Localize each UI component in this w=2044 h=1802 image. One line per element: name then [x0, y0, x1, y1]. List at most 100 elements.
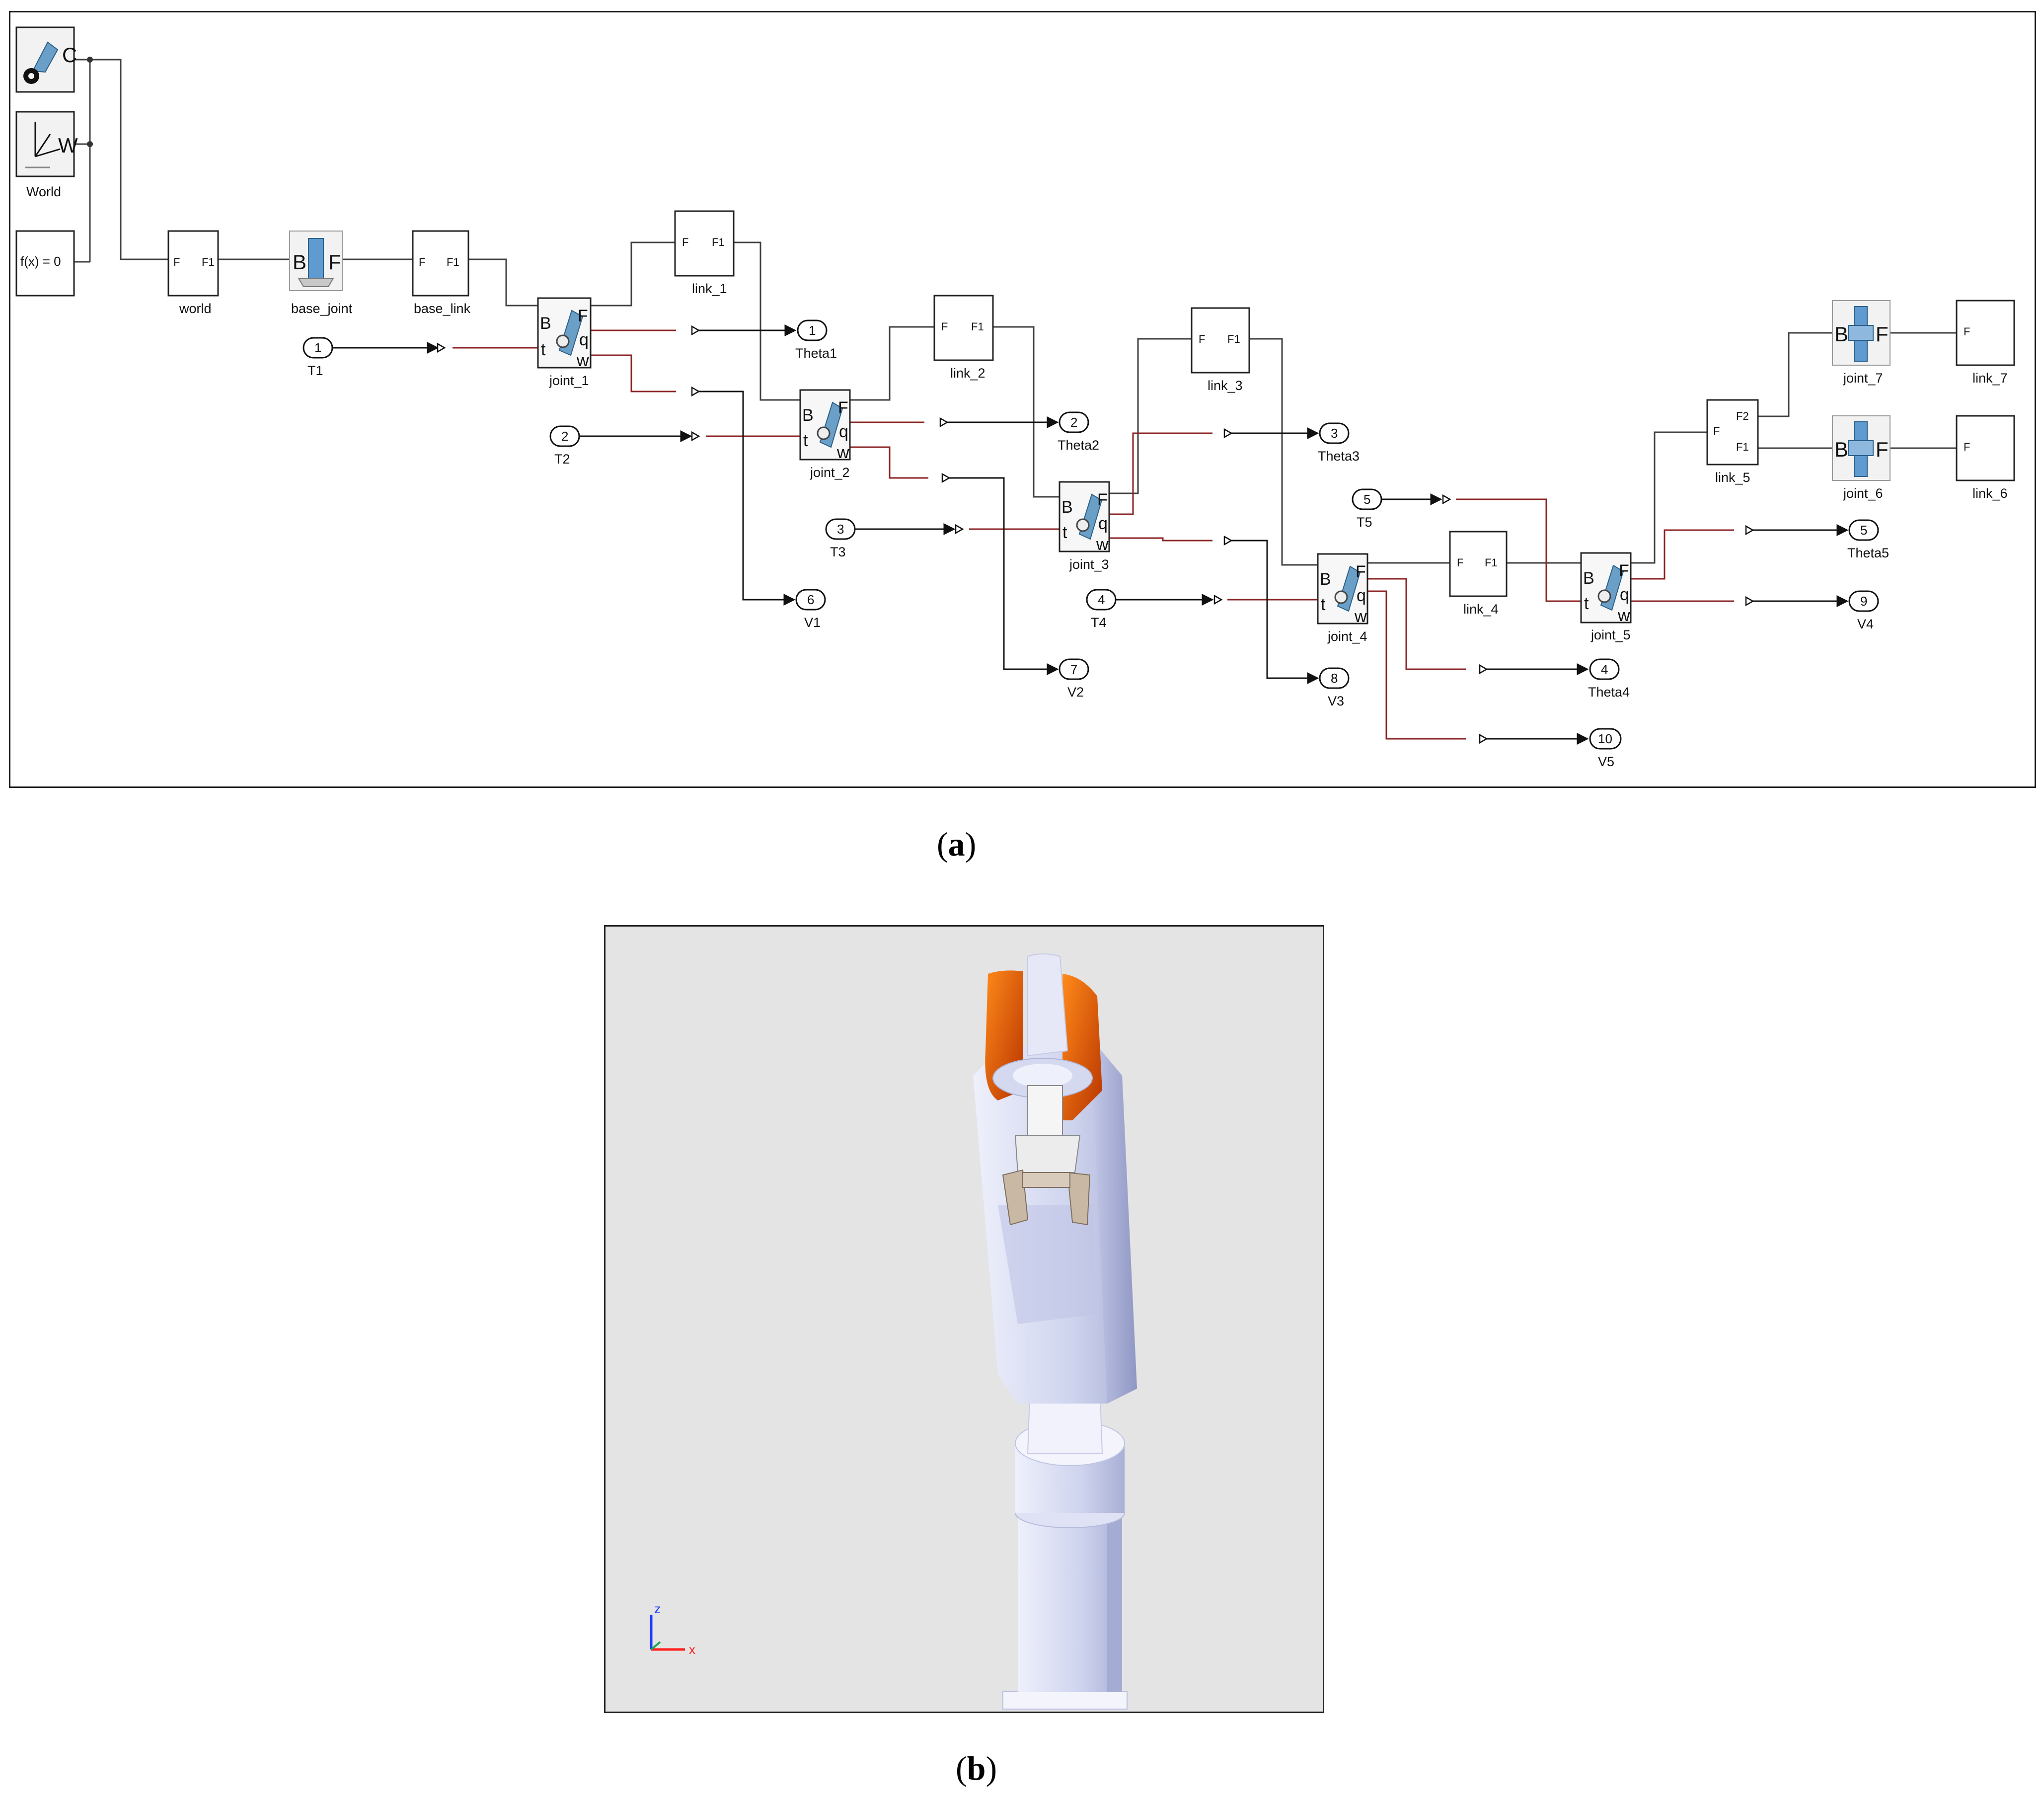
solver-port-label: C: [62, 43, 77, 67]
svg-text:8: 8: [1331, 671, 1338, 686]
svg-text:w: w: [1096, 535, 1109, 554]
axis-x-label: x: [689, 1642, 695, 1657]
svg-text:F: F: [682, 236, 688, 248]
svg-text:B: B: [1834, 438, 1848, 461]
inport-t5[interactable]: 5 T5: [1352, 488, 1382, 530]
base-link-label: base_link: [414, 301, 471, 316]
svg-text:B: B: [293, 250, 306, 274]
inport-t2[interactable]: 2 T2: [549, 425, 580, 467]
link-3-block[interactable]: F F1 link_3: [1191, 307, 1250, 393]
link-7-block[interactable]: F link_7: [1956, 300, 2015, 386]
svg-text:F: F: [578, 307, 588, 325]
link-2-block[interactable]: F F1 link_2: [933, 295, 994, 381]
inport-t4[interactable]: 4 T4: [1086, 589, 1117, 630]
joint-4-block[interactable]: B F q t w joint_4: [1317, 553, 1368, 644]
axis-z-label: z: [654, 1601, 661, 1616]
robot-base-plate: [1002, 1691, 1128, 1710]
outport-theta3[interactable]: 3 Theta3: [1318, 422, 1360, 464]
svg-text:q: q: [839, 422, 848, 441]
link-1-block[interactable]: F F1 link_1: [674, 210, 735, 296]
svg-text:1: 1: [314, 340, 321, 355]
svg-text:T5: T5: [1357, 515, 1372, 530]
diagram-canvas: C W World f(x) = 0 F F1 world B F base_j…: [15, 26, 2015, 769]
link-6-block[interactable]: F link_6: [1956, 415, 2015, 501]
world-frame-label: World: [26, 184, 61, 199]
svg-text:Theta2: Theta2: [1058, 438, 1099, 453]
outport-v1[interactable]: 6 V1: [795, 589, 826, 630]
link-5-label: link_5: [1715, 470, 1750, 485]
base-link-block[interactable]: F F1 base_link: [412, 230, 471, 316]
outport-theta1[interactable]: 1 Theta1: [795, 319, 837, 361]
constraint-text: f(x) = 0: [20, 254, 61, 269]
svg-text:B: B: [1583, 569, 1594, 588]
svg-text:1: 1: [809, 323, 816, 338]
svg-text:9: 9: [1860, 594, 1867, 609]
joint-2-block[interactable]: B F q t w joint_2: [799, 389, 851, 480]
svg-text:2: 2: [1070, 415, 1077, 430]
link-3-label: link_3: [1208, 378, 1243, 393]
robot-arm-icon: [32, 41, 59, 73]
svg-text:F: F: [1713, 425, 1720, 437]
joint-7-block[interactable]: B F joint_7: [1832, 300, 1891, 386]
outport-v4[interactable]: 9 V4: [1848, 590, 1879, 631]
inport-t3[interactable]: 3 T3: [825, 518, 856, 559]
joint-3-label: joint_3: [1069, 557, 1109, 572]
outport-v3[interactable]: 8 V3: [1319, 667, 1350, 708]
joint-7-label: joint_7: [1843, 371, 1883, 386]
joint-3-block[interactable]: B F q t w joint_3: [1059, 481, 1110, 572]
robot-gripper-finger-left: [1002, 1169, 1029, 1226]
svg-text:3: 3: [1331, 426, 1338, 441]
svg-text:F: F: [1619, 561, 1629, 580]
svg-text:F: F: [173, 256, 180, 268]
svg-text:t: t: [1321, 595, 1326, 614]
world-frame-block[interactable]: W World: [15, 111, 78, 199]
svg-text:V2: V2: [1067, 685, 1084, 700]
world-subsystem-block[interactable]: F F1 world: [167, 230, 219, 316]
link-5-block[interactable]: F F2 F1 link_5: [1706, 399, 1759, 485]
outport-theta4[interactable]: 4 Theta4: [1588, 658, 1630, 700]
svg-text:F: F: [941, 320, 948, 333]
svg-text:q: q: [579, 330, 589, 349]
joint-1-block[interactable]: B F q t w joint_1: [537, 297, 592, 388]
world-port-label: W: [58, 134, 78, 157]
outport-v2[interactable]: 7 V2: [1059, 658, 1089, 700]
outport-theta2[interactable]: 2 Theta2: [1058, 411, 1099, 453]
frame-axes-icon: [34, 122, 61, 157]
svg-text:w: w: [836, 443, 849, 462]
svg-text:q: q: [1620, 585, 1629, 604]
svg-text:F1: F1: [1736, 441, 1749, 453]
robot-base-column: [1018, 1513, 1122, 1692]
svg-text:F2: F2: [1736, 410, 1749, 422]
svg-text:V1: V1: [804, 615, 821, 630]
robot-3d-viewport[interactable]: z x: [604, 925, 1324, 1713]
svg-text:F: F: [1964, 441, 1970, 453]
constraint-block[interactable]: f(x) = 0: [15, 230, 75, 297]
inport-t1[interactable]: 1 T1: [303, 337, 333, 378]
base-joint-block[interactable]: B F base_joint: [289, 231, 353, 316]
svg-text:t: t: [541, 340, 546, 359]
joint-6-block[interactable]: B F joint_6: [1832, 415, 1891, 501]
svg-text:5: 5: [1860, 523, 1867, 538]
outport-theta5[interactable]: 5 Theta5: [1847, 519, 1889, 560]
svg-text:7: 7: [1070, 662, 1077, 677]
robot-gripper-finger-right: [1066, 1172, 1091, 1226]
svg-text:5: 5: [1363, 492, 1370, 507]
svg-text:3: 3: [837, 522, 844, 537]
simscape-model-diagram: C W World f(x) = 0 F F1 world B F base_j…: [9, 11, 2036, 788]
joint-4-label: joint_4: [1327, 629, 1367, 644]
svg-text:t: t: [1062, 523, 1067, 542]
joint-2-label: joint_2: [810, 465, 850, 480]
svg-text:F: F: [1964, 325, 1970, 338]
svg-text:t: t: [1584, 594, 1589, 613]
joint-5-block[interactable]: B F q t w joint_5: [1580, 552, 1632, 642]
outport-v5[interactable]: 10 V5: [1589, 728, 1622, 769]
mechanism-configuration-block[interactable]: C: [15, 26, 77, 93]
link-2-label: link_2: [950, 366, 985, 381]
svg-text:w: w: [1354, 607, 1367, 626]
svg-text:q: q: [1098, 514, 1108, 533]
link-4-block[interactable]: F F1 link_4: [1449, 531, 1508, 617]
link-6-label: link_6: [1972, 486, 2008, 501]
svg-text:F: F: [1457, 556, 1463, 569]
svg-text:F: F: [838, 398, 848, 417]
svg-text:w: w: [576, 351, 589, 370]
